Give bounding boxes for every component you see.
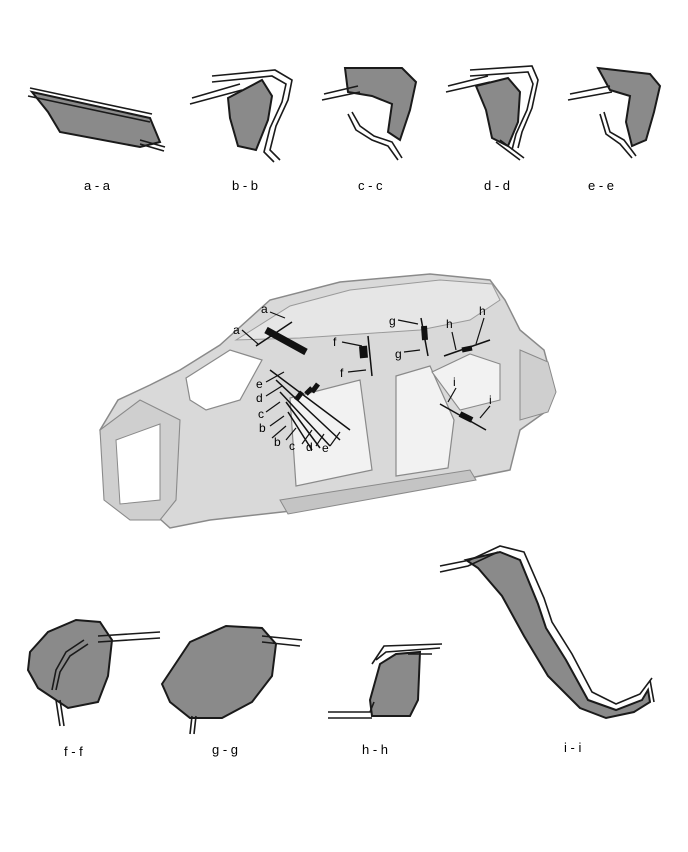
callout-h-2: h <box>479 304 486 318</box>
section-e-label: e - e <box>588 178 614 193</box>
section-b-label: b - b <box>232 178 258 193</box>
section-b-drawing <box>189 69 293 163</box>
callout-arrows <box>241 311 491 447</box>
callout-c-1: c <box>258 407 264 421</box>
section-h-label: h - h <box>362 742 388 757</box>
callout-g-2: g <box>395 347 402 361</box>
section-c-drawing <box>321 67 418 161</box>
section-c-label: c - c <box>358 178 383 193</box>
section-a-drawing <box>27 87 166 152</box>
callout-g-1: g <box>389 314 396 328</box>
callouts: a a b b c c d d e e f f g g h h i i <box>233 302 492 455</box>
callout-f-1: f <box>333 335 337 349</box>
section-d-label: d - d <box>484 178 510 193</box>
callout-d-1: d <box>256 391 263 405</box>
section-h-drawing <box>328 643 443 719</box>
section-lines <box>255 317 491 451</box>
callout-a-1: a <box>261 302 268 316</box>
callout-b-2: b <box>274 435 281 449</box>
callout-a-2: a <box>233 323 240 337</box>
callout-i-2: i <box>489 393 492 407</box>
section-f-drawing <box>26 618 161 727</box>
callout-e-2: e <box>322 441 329 455</box>
callout-e-1: e <box>256 377 263 391</box>
section-i-label: i - i <box>564 740 581 755</box>
callout-d-2: d <box>306 440 313 454</box>
callout-f-2: f <box>340 366 344 380</box>
section-f-label: f - f <box>64 744 83 759</box>
callout-h-1: h <box>446 317 453 331</box>
section-i-drawing <box>439 545 655 720</box>
callout-i-1: i <box>453 375 456 389</box>
section-e-drawing <box>567 66 662 159</box>
callout-b-1: b <box>259 421 266 435</box>
section-g-drawing <box>160 624 303 735</box>
callout-c-2: c <box>289 439 295 453</box>
car-body-illustration <box>99 273 557 529</box>
section-a-label: a - a <box>84 178 111 193</box>
section-d-drawing <box>445 65 539 161</box>
section-g-label: g - g <box>212 742 238 757</box>
